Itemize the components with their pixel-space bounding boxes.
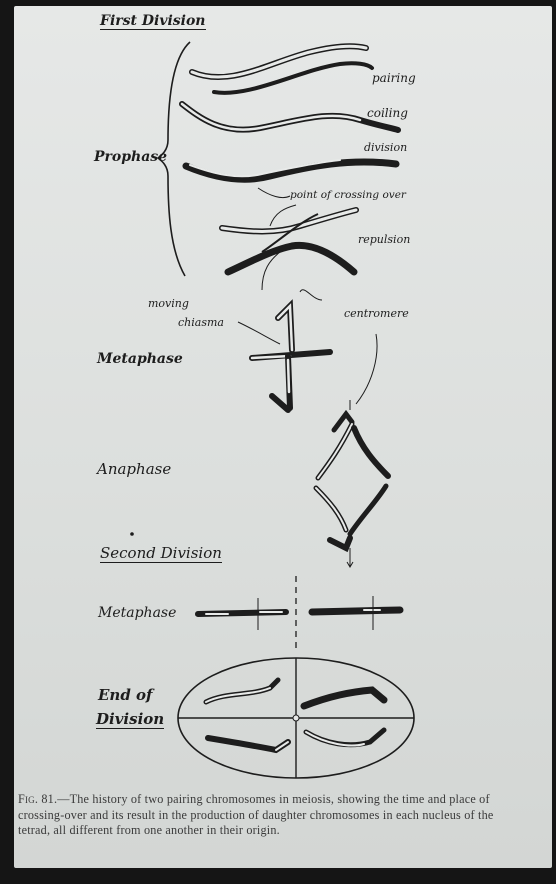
label-metaphase: Metaphase: [97, 352, 183, 366]
second-metaphase: [198, 576, 400, 648]
label-end-of: End of: [98, 688, 153, 703]
tetrad-ellipse: [178, 658, 414, 778]
figure-caption: Fig. 81.—The history of two pairing chro…: [18, 792, 518, 839]
label-metaphase-2: Metaphase: [98, 606, 176, 620]
division-chromosomes: [186, 160, 396, 179]
caption-fig-label: Fig. 81.: [18, 792, 57, 806]
anaphase-chromosomes: [316, 400, 388, 567]
heading-second-division: Second Division: [100, 546, 222, 563]
annotation-division: division: [364, 142, 407, 153]
heading-first-division: First Division: [100, 14, 206, 30]
annotation-centromere: centromere: [344, 308, 409, 319]
annotation-moving: moving: [148, 298, 189, 309]
annotation-pairing: pairing: [372, 72, 416, 84]
annotation-coiling: coiling: [367, 107, 408, 119]
label-prophase: Prophase: [94, 150, 167, 164]
annotation-chiasma: chiasma: [178, 317, 224, 328]
label-anaphase: Anaphase: [97, 462, 171, 477]
coiling-chromosomes: [182, 104, 398, 130]
pairing-chromosomes: [192, 46, 372, 93]
label-division: Division: [96, 712, 164, 729]
caption-text: —The history of two pairing chromosomes …: [18, 792, 494, 837]
repulsion-chromosomes: [222, 210, 356, 272]
annotation-point-of-crossing-over: point of crossing over: [290, 190, 406, 201]
annotation-repulsion: repulsion: [358, 234, 410, 245]
metaphase-cross: [252, 306, 330, 410]
